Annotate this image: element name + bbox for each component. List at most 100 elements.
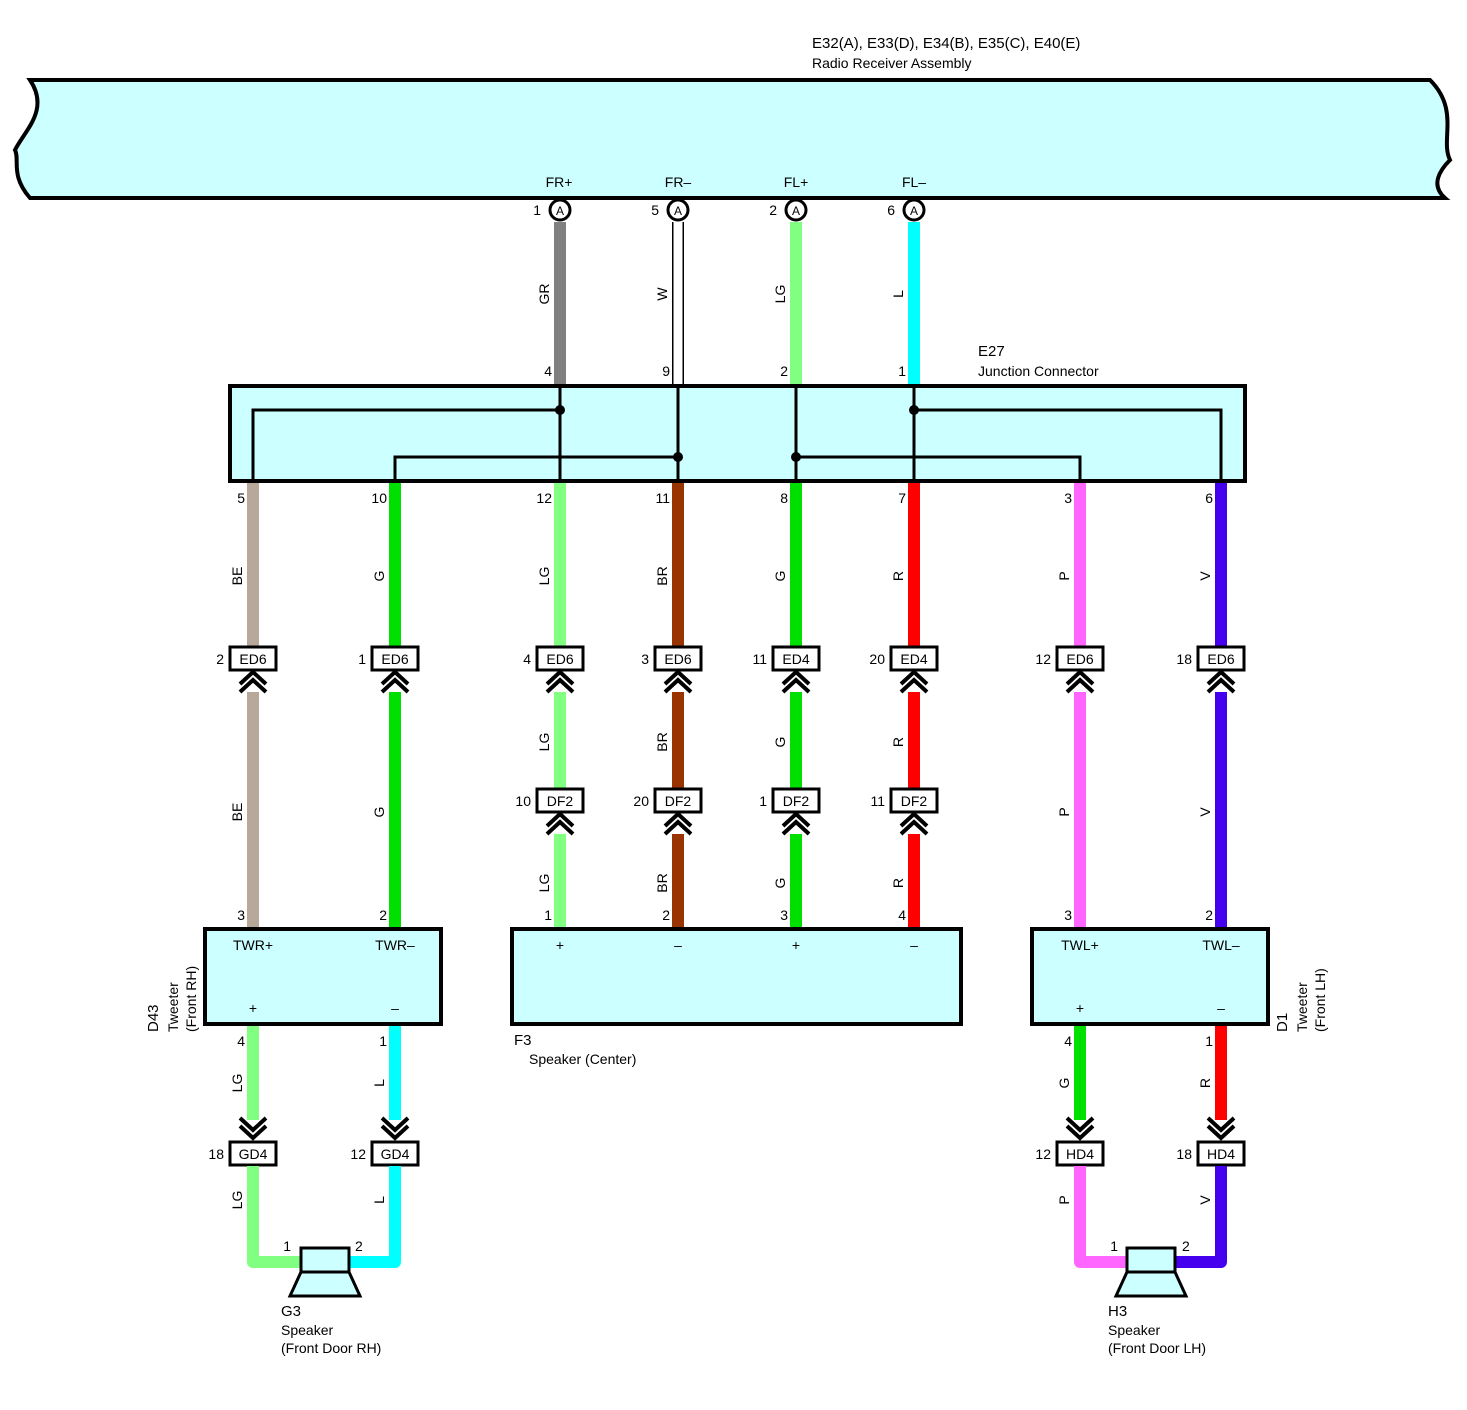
svg-text:BR: BR [654,873,670,892]
svg-text:5: 5 [651,202,659,218]
svg-text:L: L [371,1079,387,1087]
junction-out-pin: 6 [1205,490,1213,506]
svg-text:18: 18 [1176,651,1192,667]
speaker-icon [1113,1246,1189,1298]
wires-ed-down [247,692,1227,928]
speaker-icon [287,1246,363,1298]
door-connector: GD4 18 [208,1116,278,1167]
ed-connector: ED6 1 [358,645,420,694]
svg-text:BR: BR [654,566,670,585]
svg-text:Speaker: Speaker [281,1322,333,1338]
radio-terminal-label: FR– [665,174,692,190]
svg-text:ED6: ED6 [1066,651,1093,667]
svg-text:Speaker (Center): Speaker (Center) [529,1051,636,1067]
svg-text:Tweeter: Tweeter [1294,982,1310,1032]
wire-labels-speaker: LG L P V [229,1191,1213,1210]
svg-text:LG: LG [229,1074,245,1093]
svg-text:+: + [556,937,564,953]
ed-connector: ED6 4 [523,645,585,694]
svg-text:Tweeter: Tweeter [165,982,181,1032]
svg-text:18: 18 [208,1146,224,1162]
svg-text:12: 12 [1035,651,1051,667]
svg-text:20: 20 [633,793,649,809]
svg-text:D43: D43 [145,1004,162,1032]
svg-text:V: V [1197,807,1213,817]
svg-text:TWR–: TWR– [375,937,415,953]
svg-text:4: 4 [523,651,531,667]
svg-text:A: A [792,204,800,218]
svg-text:G: G [371,571,387,582]
wires-tweeter-to-door [247,1026,1227,1120]
radio-name: Radio Receiver Assembly [812,55,972,71]
svg-text:1: 1 [544,907,552,923]
svg-text:G: G [772,878,788,889]
svg-text:6: 6 [887,202,895,218]
svg-text:Speaker: Speaker [1108,1322,1160,1338]
junction-out-pin: 8 [780,490,788,506]
svg-text:+: + [1076,1000,1084,1016]
svg-text:+: + [249,1000,257,1016]
wires-df-to-center [554,834,920,928]
svg-text:GD4: GD4 [381,1146,410,1162]
svg-text:P: P [1056,571,1072,580]
svg-text:LG: LG [229,1191,245,1210]
svg-text:DF2: DF2 [783,793,810,809]
svg-text:2: 2 [216,651,224,667]
svg-text:+: + [792,937,800,953]
radio-terminal-label: FR+ [546,174,573,190]
junction-pin: 1 [898,363,906,379]
svg-text:R: R [890,878,906,888]
svg-text:10: 10 [515,793,531,809]
wire-labels-low: BE G LG BR G R P V [229,732,1213,821]
radio-terminal-label: FL– [902,174,926,190]
svg-text:TWR+: TWR+ [233,937,273,953]
ed-connector: ED4 11 [752,645,821,694]
svg-text:R: R [890,737,906,747]
svg-text:GD4: GD4 [239,1146,268,1162]
svg-text:–: – [674,937,682,953]
svg-text:2: 2 [379,907,387,923]
svg-text:V: V [1197,1195,1213,1205]
svg-text:20: 20 [869,651,885,667]
ed-connector: ED6 2 [216,645,278,694]
wire-labels-between: LG BR G R [536,873,906,892]
svg-text:1: 1 [283,1238,291,1254]
svg-text:11: 11 [870,793,885,809]
svg-text:1: 1 [533,202,541,218]
junction-out-pin: 10 [371,490,387,506]
junction-out-pin: 11 [655,490,670,506]
svg-text:R: R [890,571,906,581]
svg-text:BE: BE [229,567,245,586]
svg-text:DF2: DF2 [665,793,692,809]
radio-terminal-label: FL+ [784,174,809,190]
speaker-front-door-rh: 1 2 G3 Speaker (Front Door RH) [281,1238,381,1356]
svg-text:DF2: DF2 [547,793,574,809]
junction-pin: 2 [780,363,788,379]
svg-text:G: G [1056,1078,1072,1089]
radio-code: E32(A), E33(D), E34(B), E35(C), E40(E) [812,35,1080,52]
svg-text:ED6: ED6 [1207,651,1234,667]
svg-text:4: 4 [1064,1033,1072,1049]
junction-out-pin: 5 [237,490,245,506]
svg-text:H3: H3 [1108,1303,1127,1320]
svg-text:G: G [371,807,387,818]
ed-connector: ED6 12 [1035,645,1105,694]
svg-text:R: R [1197,1078,1213,1088]
svg-text:TWL–: TWL– [1202,937,1240,953]
svg-text:(Front RH): (Front RH) [183,966,199,1032]
svg-text:11: 11 [752,651,767,667]
svg-text:LG: LG [536,874,552,893]
svg-text:L: L [371,1196,387,1204]
junction-connector-body [228,384,1247,483]
svg-text:2: 2 [355,1238,363,1254]
df-connector: DF2 20 [633,787,703,836]
svg-text:12: 12 [350,1146,366,1162]
door-connector: HD4 18 [1176,1116,1246,1167]
door-connector: HD4 12 [1035,1116,1105,1167]
svg-text:(Front Door RH): (Front Door RH) [281,1340,381,1356]
svg-text:3: 3 [641,651,649,667]
df-connector: DF2 10 [515,787,585,836]
svg-text:G3: G3 [281,1303,301,1320]
radio-pin-connector: A 6 [887,198,926,222]
